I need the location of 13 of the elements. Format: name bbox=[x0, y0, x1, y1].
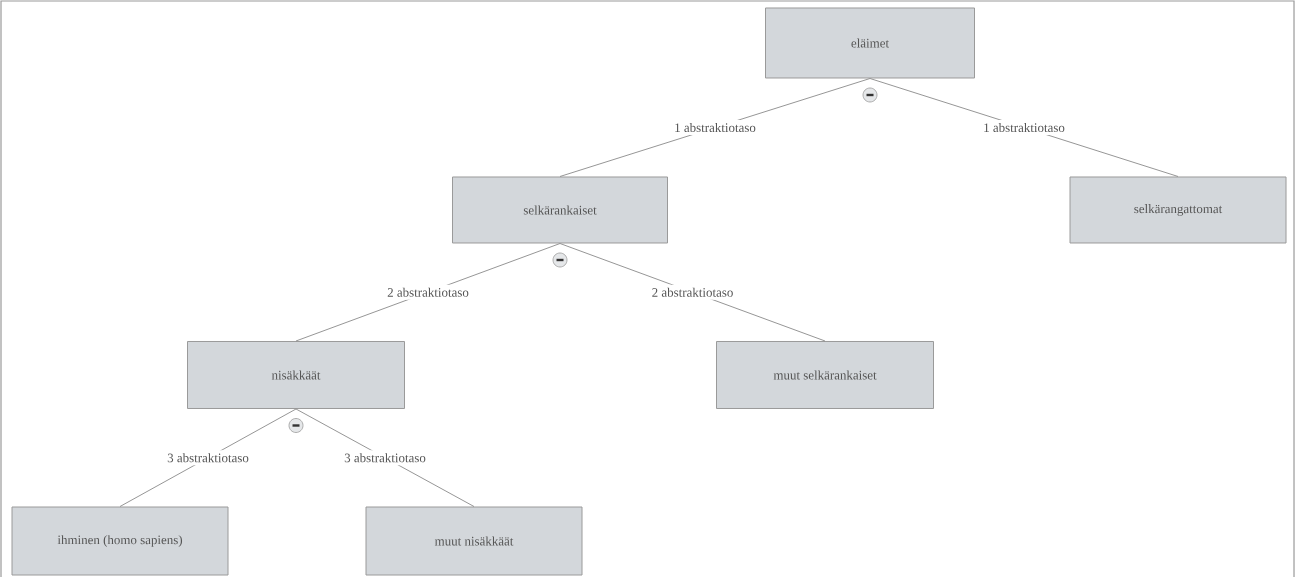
box: selkärankaiset bbox=[452, 176, 668, 244]
box: ihminen (homo sapiens) bbox=[11, 506, 229, 576]
box: eläimet bbox=[765, 7, 975, 79]
box: selkärangattomat bbox=[1069, 176, 1287, 244]
edge-label: 1 abstraktiotaso bbox=[671, 119, 759, 136]
edge-label: 3 abstraktiotaso bbox=[341, 450, 429, 466]
edge-label: 3 abstraktiotaso bbox=[164, 450, 252, 466]
box: nisäkkäät bbox=[187, 341, 405, 409]
box: muut selkärankaiset bbox=[716, 341, 934, 409]
edge-label: 1 abstraktiotaso bbox=[980, 119, 1068, 136]
box: muut nisäkkäät bbox=[365, 506, 583, 576]
edge-label: 2 abstraktiotaso bbox=[648, 284, 737, 300]
edge-label: 2 abstraktiotaso bbox=[384, 284, 472, 300]
